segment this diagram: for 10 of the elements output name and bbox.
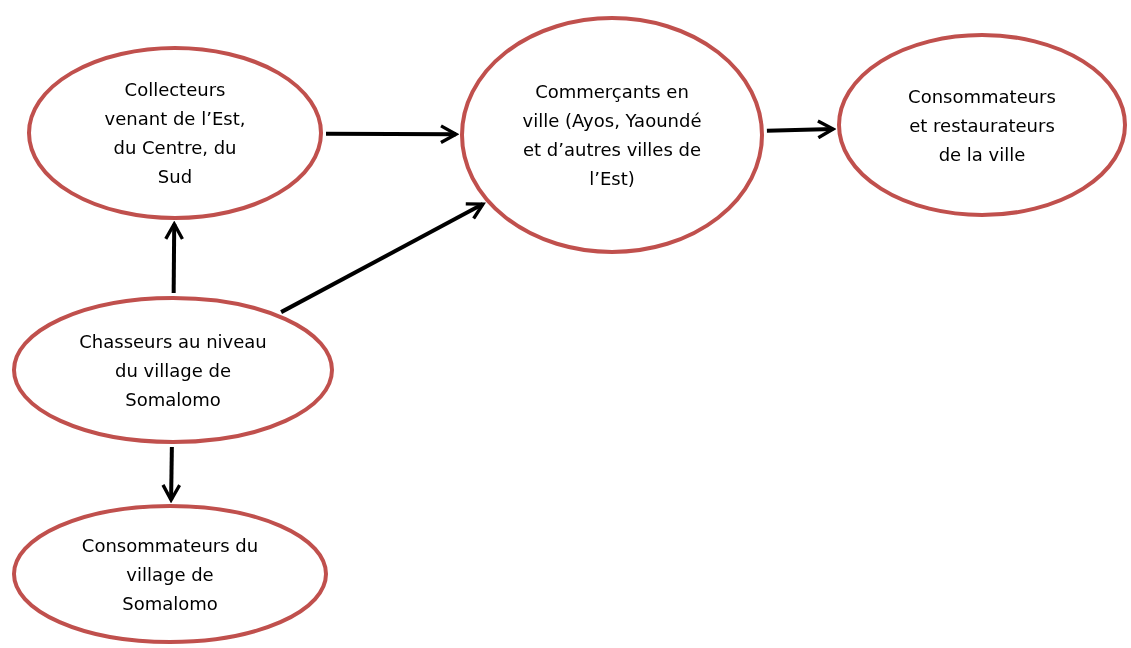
- node-label: Chasseurs au niveau du village de Somalomo: [78, 329, 268, 412]
- node-label: Consommateurs du village de Somalomo: [80, 533, 260, 616]
- arrow: [326, 124, 458, 145]
- arrow: [161, 446, 182, 502]
- arrow: [280, 202, 485, 314]
- node-label: Collecteurs venant de l’Est, du Centre, du Sud: [103, 78, 247, 189]
- node-label: Consommateurs et restaurateurs de la ville: [907, 84, 1057, 167]
- node-label: Commerçants en ville (Ayos, Yaoundé et d’autres villes de l’Est): [521, 80, 703, 191]
- arrow: [766, 119, 835, 140]
- arrow: [164, 222, 185, 293]
